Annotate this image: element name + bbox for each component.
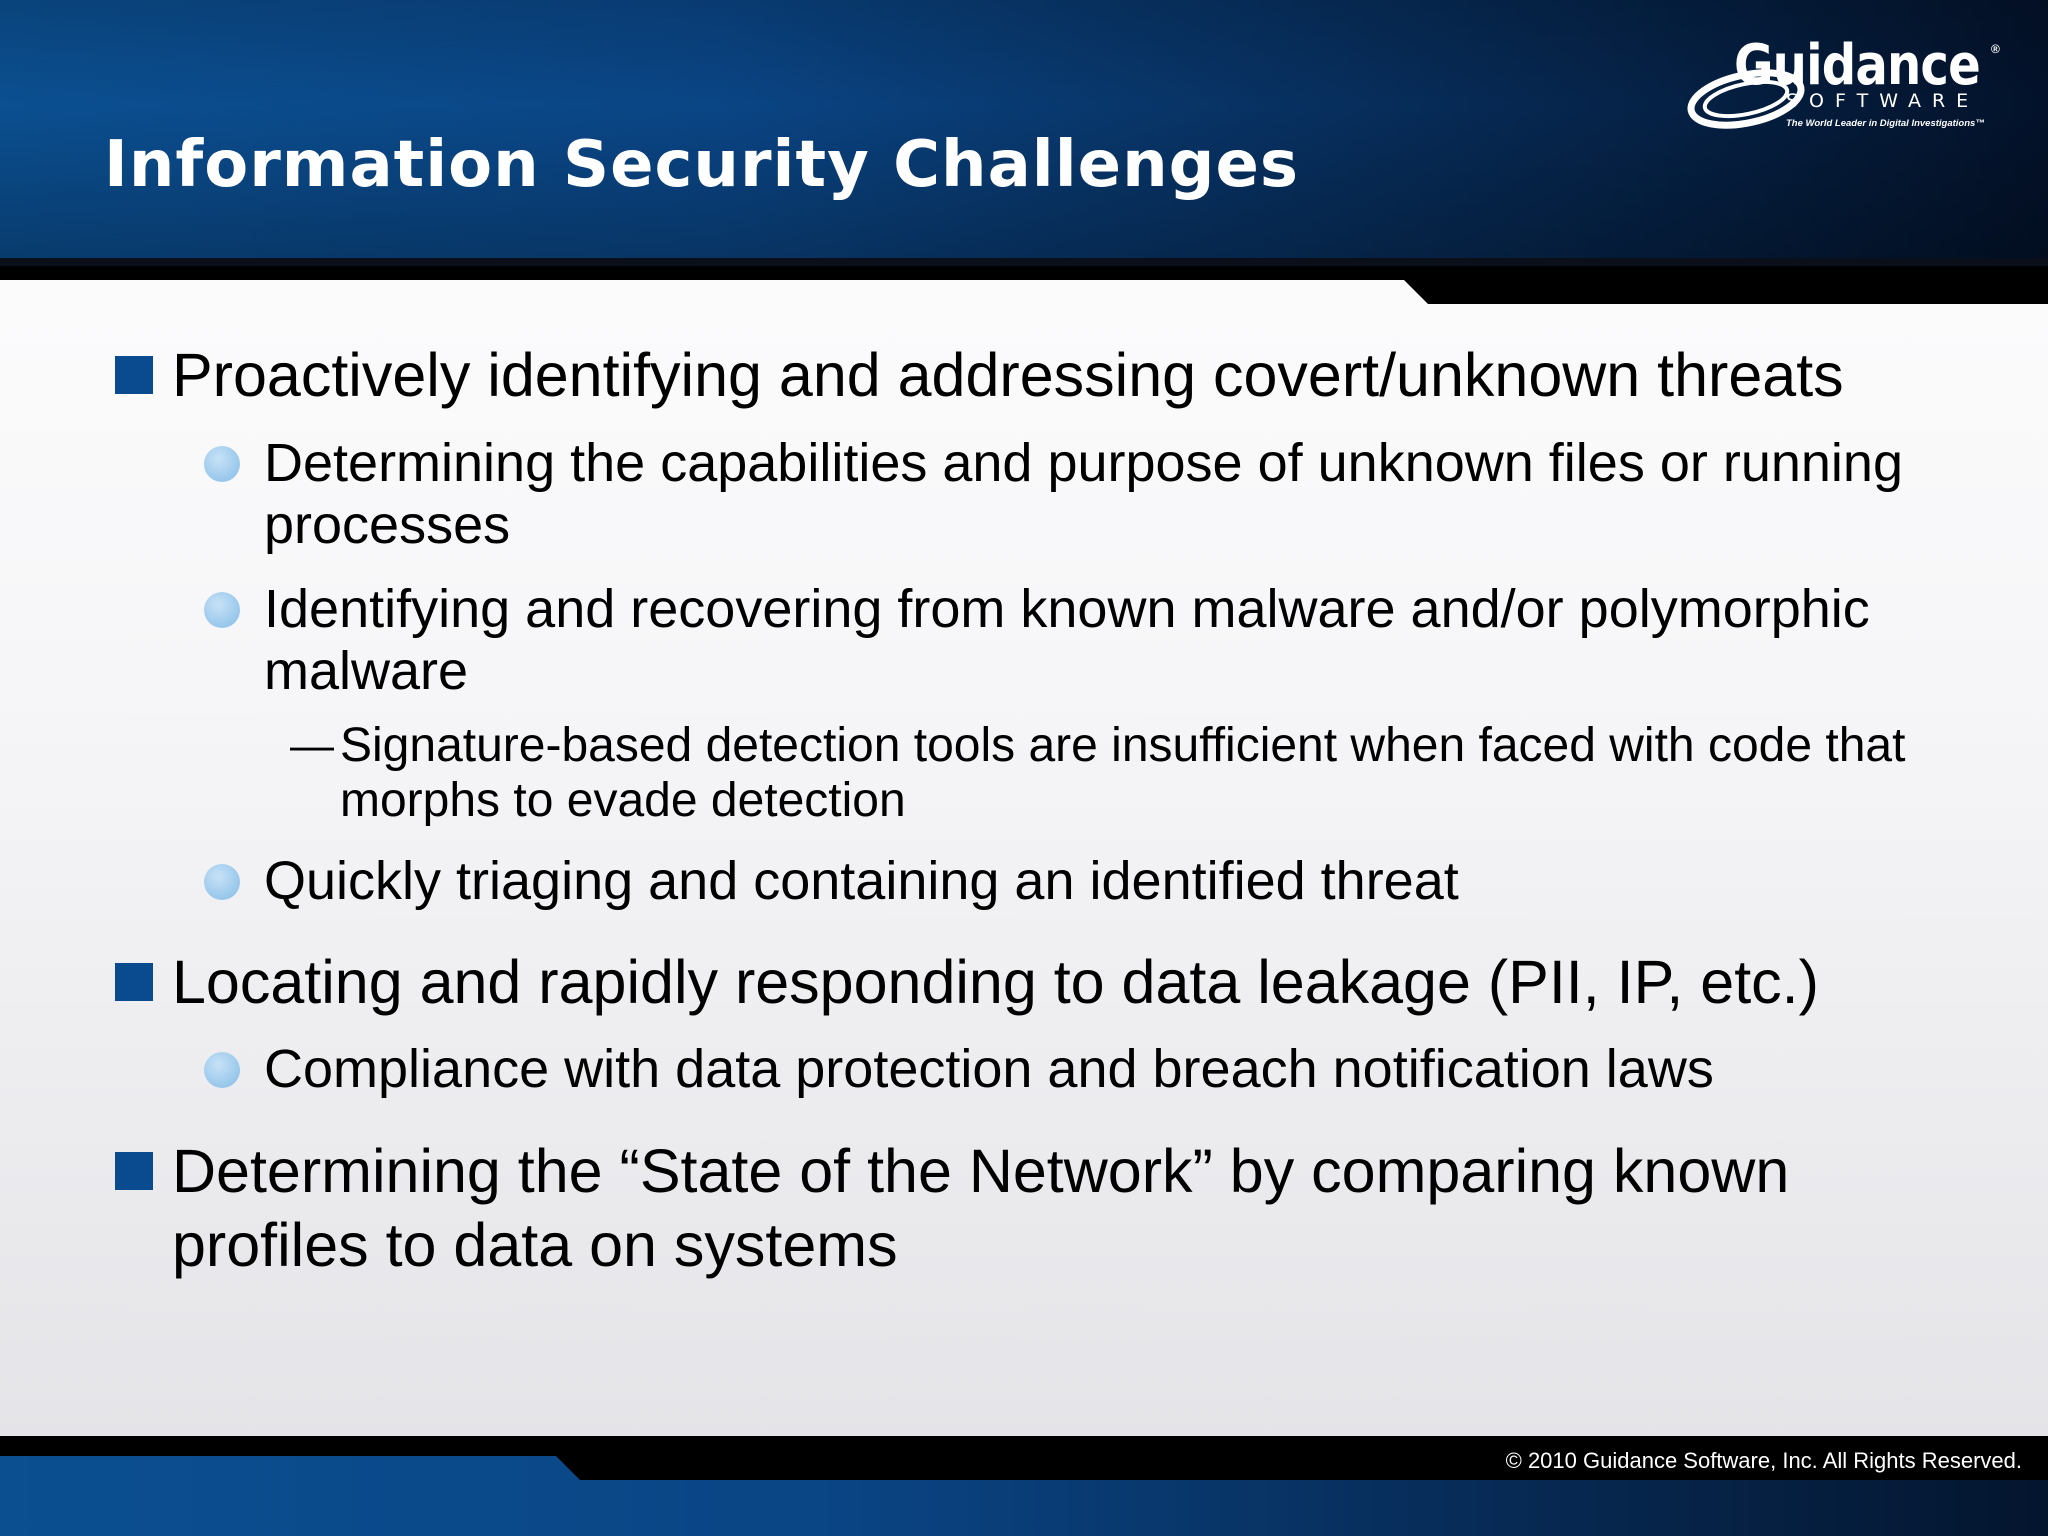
slide-header: Information Security Challenges Guidance… bbox=[0, 0, 2048, 262]
circle-bullet-icon bbox=[204, 864, 240, 900]
dash-bullet-icon: — bbox=[290, 721, 334, 770]
circle-bullet-icon bbox=[204, 1052, 240, 1088]
circle-bullet-icon bbox=[204, 592, 240, 628]
sub-bullet-item: Quickly triaging and containing an ident… bbox=[264, 851, 1459, 911]
logo-registered-mark: ® bbox=[1991, 42, 2000, 56]
slide-footer bbox=[0, 1436, 2048, 1536]
square-bullet-icon bbox=[115, 356, 153, 394]
sub-bullet-item: Determining the capabilities and purpose… bbox=[264, 433, 1903, 555]
bullet-item: Determining the “State of the Network” b… bbox=[172, 1137, 1790, 1279]
logo-subtext: SOFTWARE bbox=[1786, 90, 1980, 112]
guidance-software-logo: Guidance ® SOFTWARE The World Leader in … bbox=[1686, 34, 2016, 134]
copyright-notice: © 2010 Guidance Software, Inc. All Right… bbox=[1505, 1448, 2022, 1473]
sub-bullet-item: Identifying and recovering from known ma… bbox=[264, 579, 1870, 701]
logo-tagline: The World Leader in Digital Investigatio… bbox=[1786, 118, 1985, 129]
sub-bullet-item: Compliance with data protection and brea… bbox=[264, 1039, 1714, 1099]
logo-wordmark: Guidance bbox=[1734, 33, 1981, 98]
sub-sub-bullet-item: Signature-based detection tools are insu… bbox=[340, 719, 1906, 827]
header-divider-band bbox=[0, 258, 2048, 304]
square-bullet-icon bbox=[115, 1152, 153, 1190]
bullet-item: Locating and rapidly responding to data … bbox=[172, 948, 1819, 1016]
swoosh-icon bbox=[1687, 69, 1805, 129]
header-shade bbox=[0, 0, 2048, 262]
circle-bullet-icon bbox=[204, 446, 240, 482]
square-bullet-icon bbox=[115, 963, 153, 1001]
slide-title: Information Security Challenges bbox=[104, 128, 1299, 202]
bullet-item: Proactively identifying and addressing c… bbox=[172, 341, 1844, 409]
